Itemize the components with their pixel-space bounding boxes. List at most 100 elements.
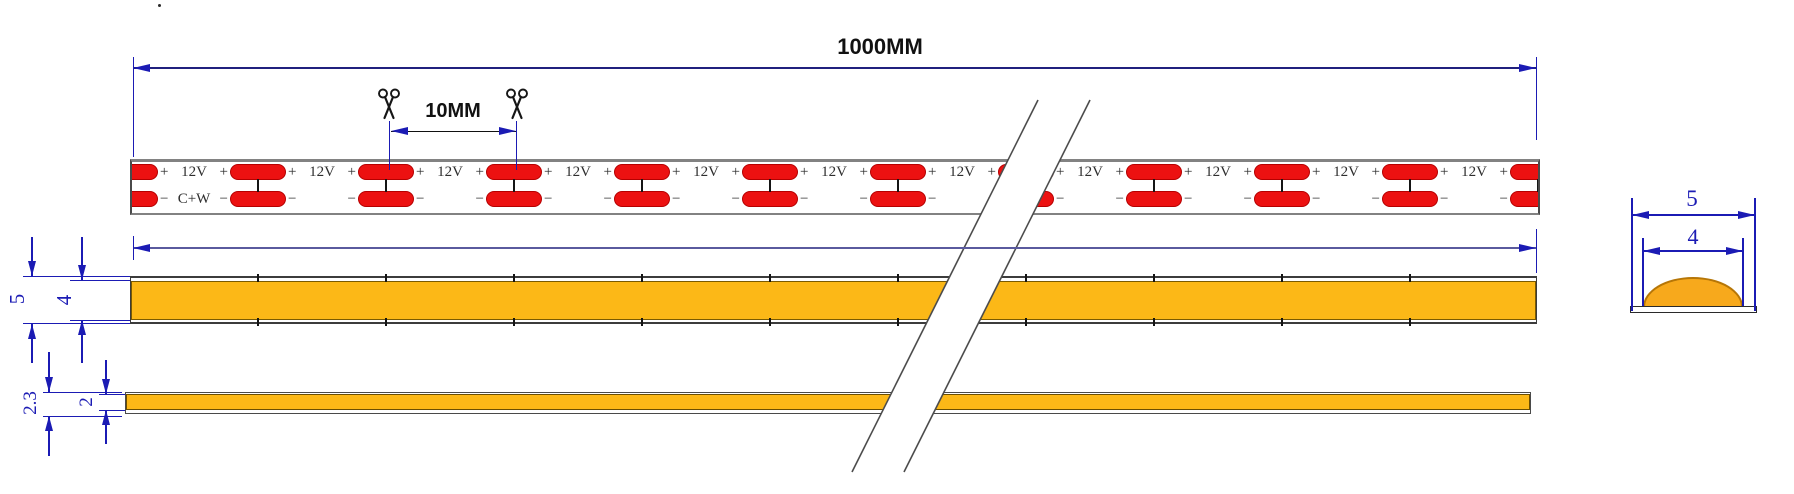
- minus-sign: −: [987, 190, 996, 207]
- plus-sign: +: [1312, 163, 1321, 180]
- positive-rail-label: +12V+: [288, 163, 356, 181]
- plus-sign: +: [800, 163, 809, 180]
- height23-arrow-top: [44, 377, 53, 392]
- plus-sign: +: [1115, 163, 1124, 180]
- pad-connector: [1280, 179, 1284, 192]
- plus-sign: +: [288, 163, 297, 180]
- cut-tick: [1025, 318, 1027, 326]
- solder-pad-negative: [486, 191, 542, 207]
- negative-rail-label: −−: [1312, 190, 1380, 208]
- cut-tick: [513, 318, 515, 326]
- height2-extension-top: [99, 393, 125, 396]
- negative-rail-label: −−: [928, 190, 996, 208]
- minus-sign: −: [347, 190, 356, 207]
- cut-tick: [1281, 274, 1283, 282]
- minus-sign: −: [288, 190, 297, 207]
- cut-tick: [257, 274, 259, 282]
- height4-label: 4: [52, 294, 76, 306]
- channel-label: C+W: [177, 190, 211, 207]
- overall-length-extension-left: [132, 57, 135, 157]
- height4-dimension-line-top: [81, 237, 83, 280]
- solder-pad-negative: [870, 191, 926, 207]
- negative-rail-label: −−: [544, 190, 612, 208]
- cut-tick: [641, 318, 643, 326]
- height2-arrow-top: [101, 379, 110, 394]
- cut-tick: [1409, 274, 1411, 282]
- plus-sign: +: [416, 163, 425, 180]
- cs-width5-arrow-left: [1632, 211, 1649, 219]
- positive-rail-label: +12V+: [672, 163, 740, 181]
- solder-pad-negative: [358, 191, 414, 207]
- overall-length-arrow-right: [1519, 64, 1536, 72]
- minus-sign: −: [672, 190, 681, 207]
- positive-rail-label: +12V+: [1312, 163, 1380, 181]
- minus-sign: −: [1184, 190, 1193, 207]
- negative-rail-label: −−: [1056, 190, 1124, 208]
- solder-pad-negative: [742, 191, 798, 207]
- pad-connector: [640, 179, 644, 192]
- cut-interval-arrow-right: [499, 127, 516, 135]
- negative-rail-label: −−: [1440, 190, 1508, 208]
- cut-tick: [257, 318, 259, 326]
- solder-pad-positive: [132, 164, 158, 180]
- plus-sign: +: [1243, 163, 1252, 180]
- negative-rail-label: −C+W−: [160, 190, 228, 208]
- voltage-label: 12V: [1333, 163, 1359, 180]
- cs-width4-arrow-left: [1643, 247, 1660, 255]
- minus-sign: −: [928, 190, 937, 207]
- pad-connector: [1536, 179, 1538, 192]
- pad-connector: [130, 179, 131, 192]
- strip-length-arrow-left: [133, 244, 150, 252]
- cs-width4-extension-right: [1742, 238, 1744, 306]
- scissors-icon: [378, 88, 400, 120]
- pad-connector: [896, 179, 900, 192]
- cut-tick: [513, 274, 515, 282]
- solder-pad-positive: [1254, 164, 1310, 180]
- plus-sign: +: [1499, 163, 1508, 180]
- minus-sign: −: [1499, 190, 1508, 207]
- solder-pad-negative: [1254, 191, 1310, 207]
- voltage-label: 12V: [821, 163, 847, 180]
- voltage-label: 12V: [1077, 163, 1103, 180]
- strip-side-view-body: [131, 281, 1536, 320]
- solder-pad-positive: [230, 164, 286, 180]
- cs-width5-extension-right: [1754, 198, 1756, 311]
- voltage-label: 12V: [693, 163, 719, 180]
- minus-sign: −: [475, 190, 484, 207]
- minus-sign: −: [160, 190, 169, 207]
- positive-rail-label: +12V+: [416, 163, 484, 181]
- plus-sign: +: [347, 163, 356, 180]
- height5-extension-bottom: [23, 322, 130, 325]
- height2-extension-bottom: [99, 409, 125, 412]
- strip-side-view: [130, 274, 1537, 326]
- cut-tick: [641, 274, 643, 282]
- led-strip-top-view: +12V+−C+W−+12V+−−+12V+−−+12V+−−+12V+−−+1…: [130, 159, 1540, 215]
- cs-width5-extension-left: [1631, 198, 1633, 311]
- minus-sign: −: [544, 190, 553, 207]
- cross-section-base-plate: [1630, 306, 1757, 313]
- solder-pad-positive: [358, 164, 414, 180]
- thin-strip-side-view: [125, 392, 1531, 414]
- minus-sign: −: [416, 190, 425, 207]
- pad-connector: [512, 179, 516, 192]
- cut-interval-label: 10MM: [425, 100, 481, 122]
- positive-rail-label: +12V+: [1056, 163, 1124, 181]
- cut-tick: [769, 274, 771, 282]
- solder-pad-positive: [1382, 164, 1438, 180]
- solder-pad-negative: [1126, 191, 1182, 207]
- solder-pad-negative: [230, 191, 286, 207]
- negative-rail-label: −−: [672, 190, 740, 208]
- height5-dimension-line-bottom: [31, 324, 33, 363]
- stray-dot: [158, 4, 161, 7]
- negative-rail-label: −−: [1184, 190, 1252, 208]
- cross-section-led-dome: [1643, 277, 1743, 307]
- height23-extension-bottom: [43, 415, 122, 418]
- cut-tick: [385, 318, 387, 326]
- minus-sign: −: [1056, 190, 1065, 207]
- positive-rail-label: +12V+: [1184, 163, 1252, 181]
- solder-pad-positive: [486, 164, 542, 180]
- strip-length-dimension-line: [133, 247, 1536, 249]
- solder-pad-positive: [614, 164, 670, 180]
- cs-width5-dimension-line: [1632, 214, 1755, 216]
- height2-dimension-line-bottom: [105, 410, 107, 444]
